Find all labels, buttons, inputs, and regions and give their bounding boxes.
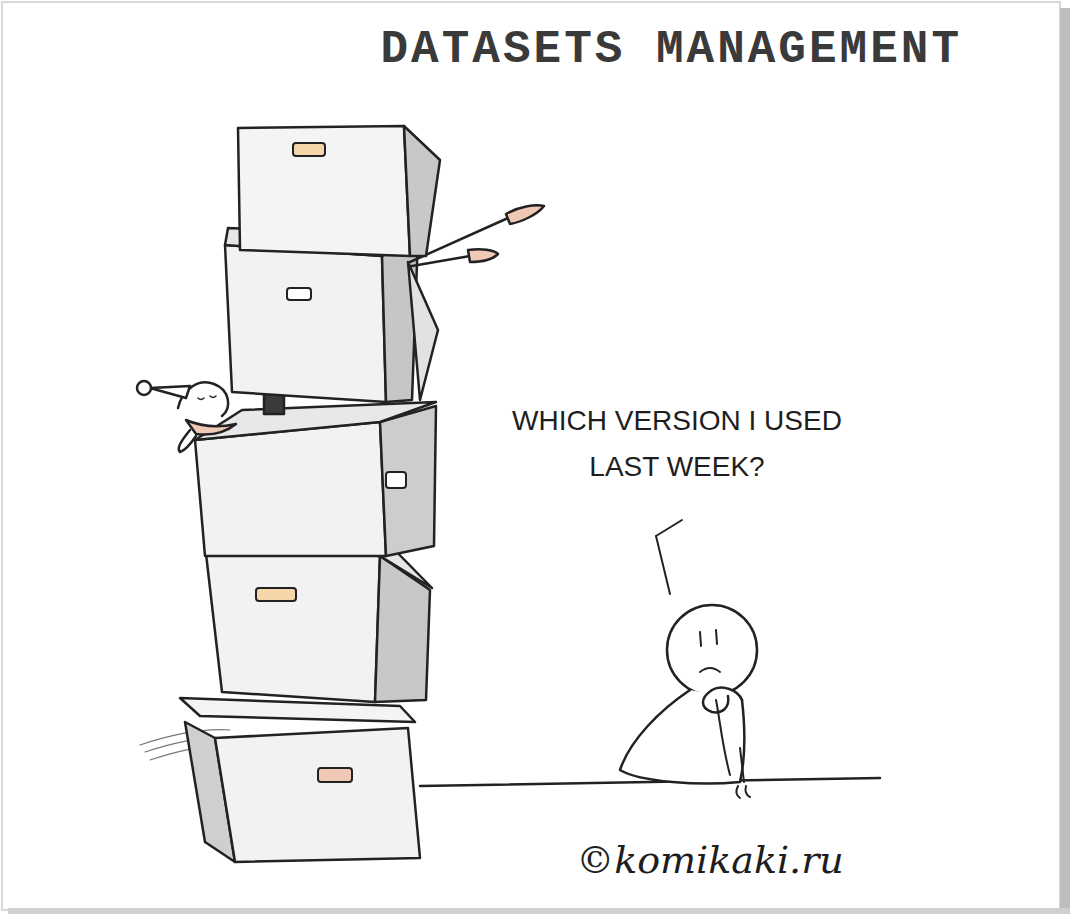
speech-text: WHICH VERSION I USED LAST WEEK? [477, 398, 877, 490]
cartoon-title: DATASETS MANAGEMENT [381, 24, 963, 76]
box-stack [137, 126, 544, 862]
card-frame [2, 2, 1060, 910]
card-shadow [1060, 8, 1070, 912]
thinking-person [420, 520, 880, 798]
copyright-watermark: ©komikaki.ru [576, 838, 844, 882]
card-shadow [8, 908, 1070, 914]
